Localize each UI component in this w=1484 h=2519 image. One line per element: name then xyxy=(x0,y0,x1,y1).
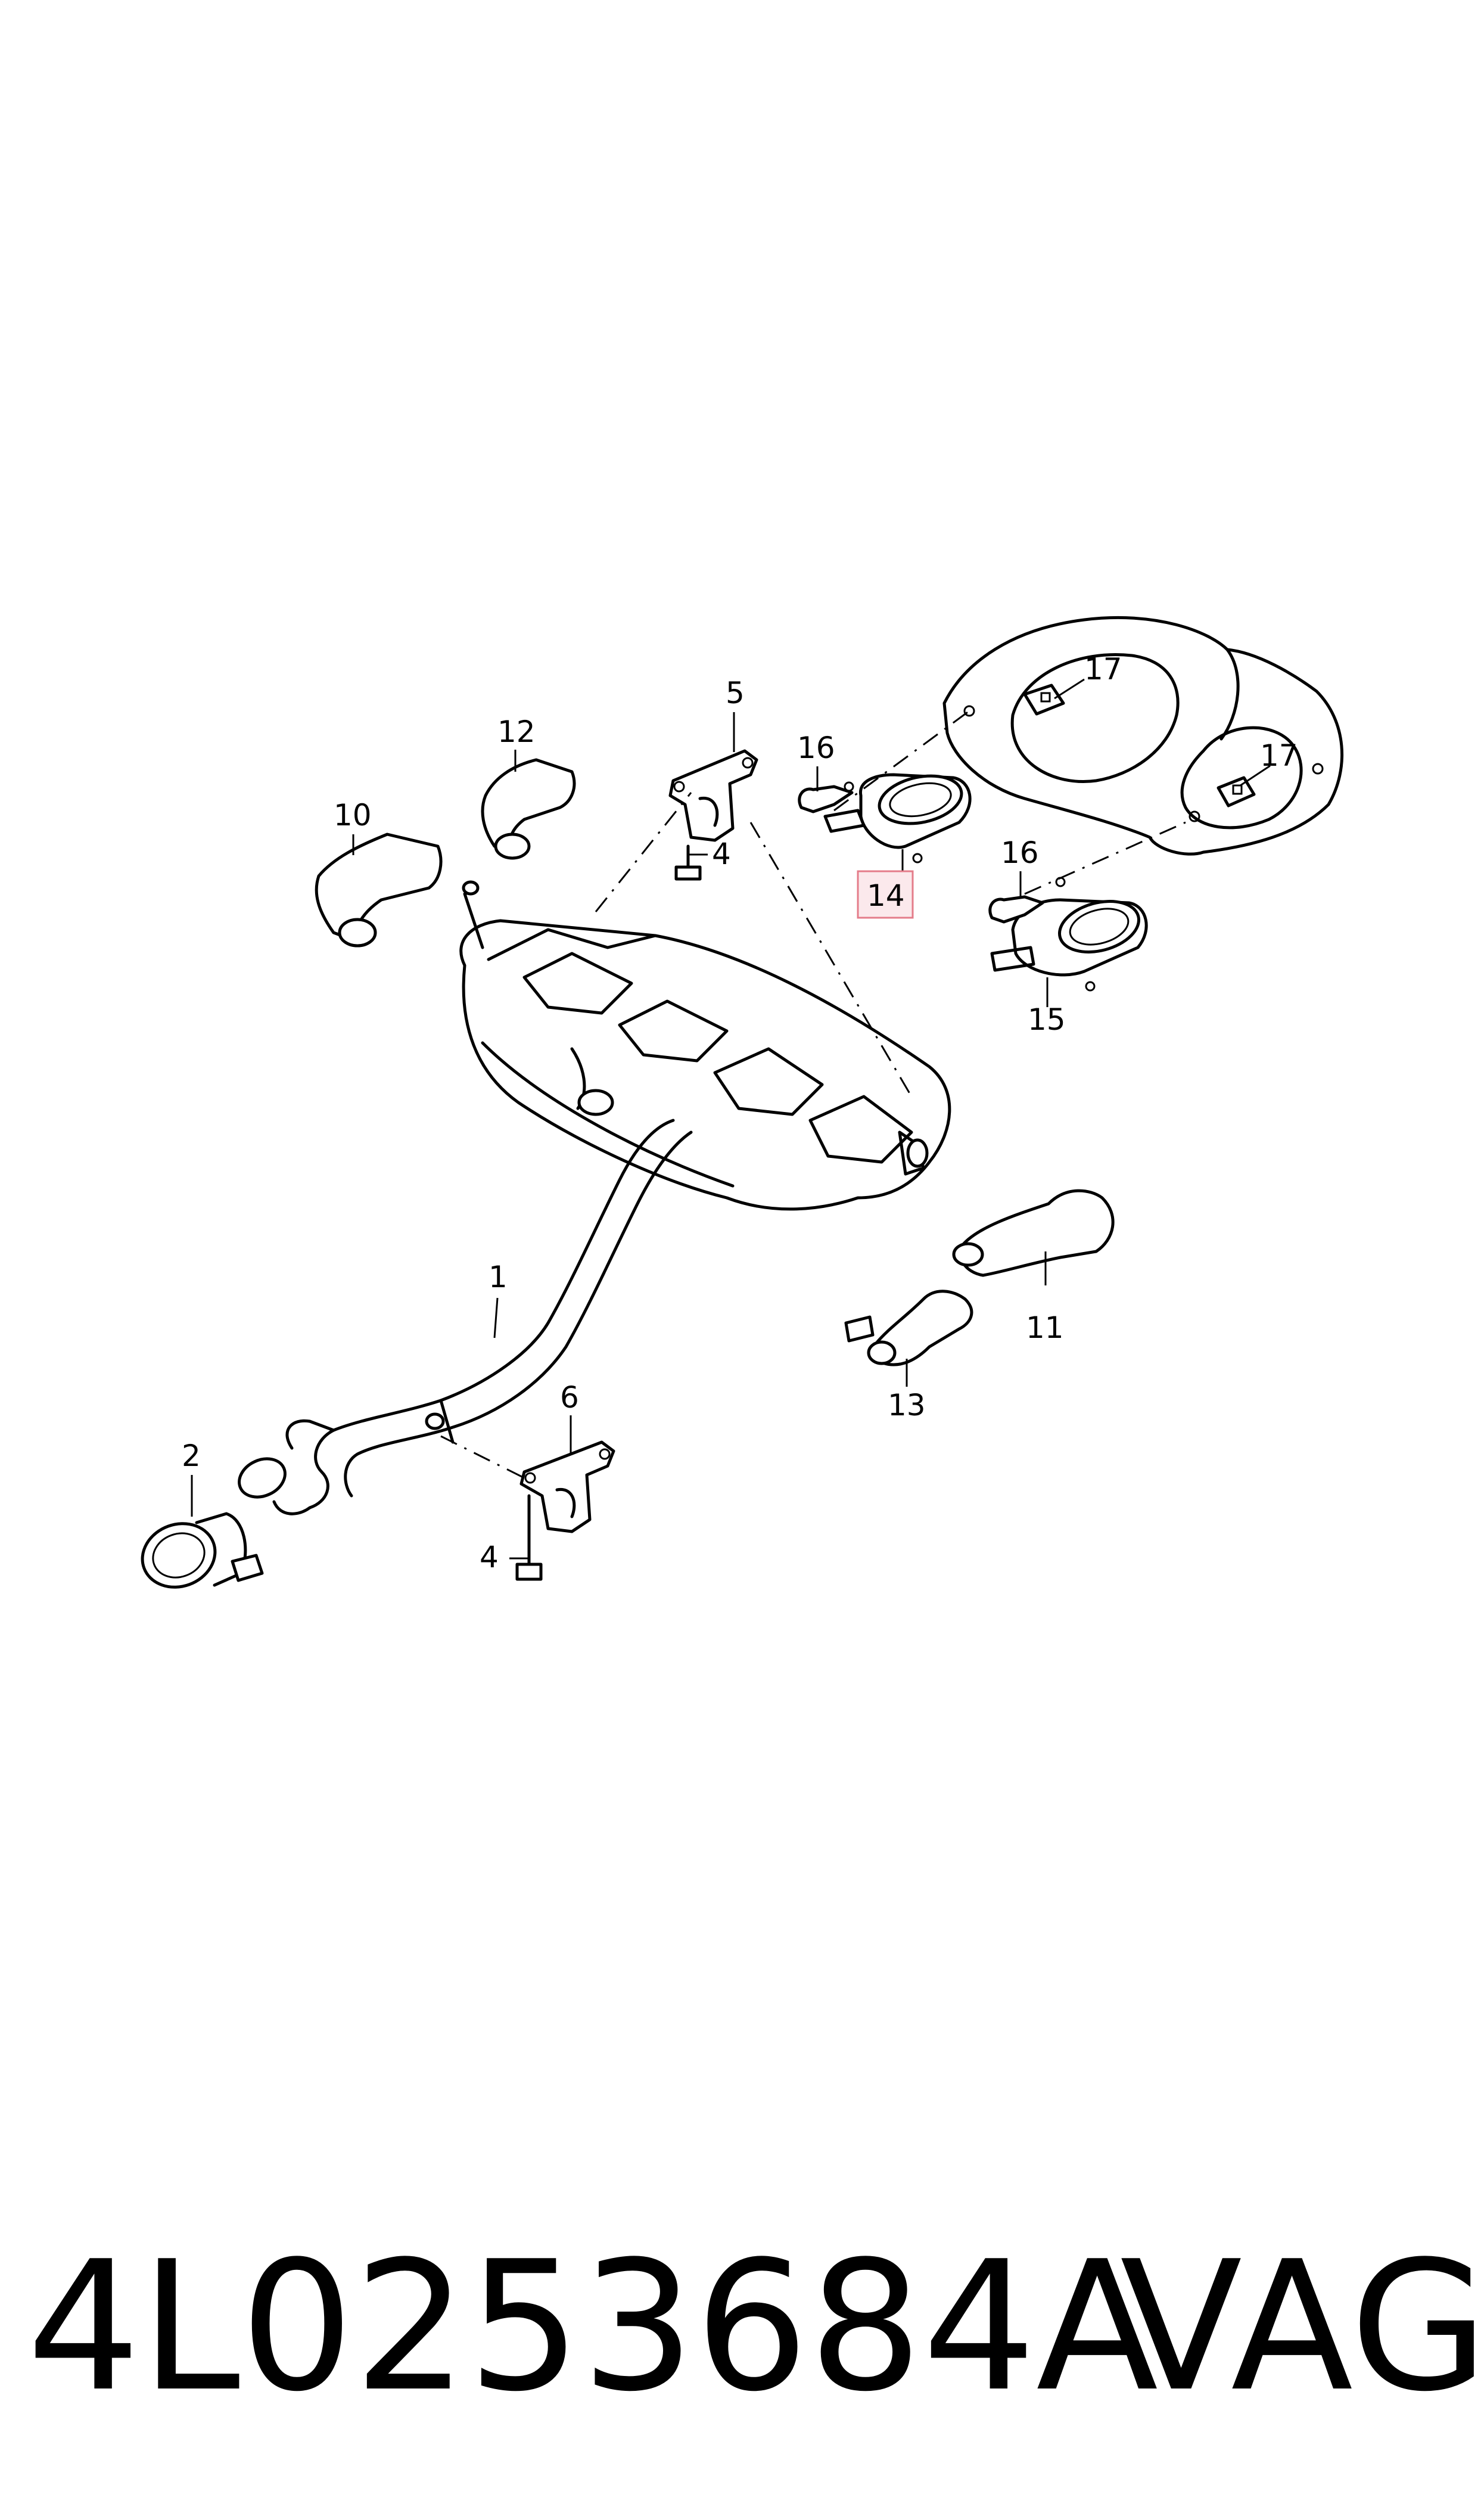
callout-10: 10 xyxy=(334,798,372,833)
bolt-4-lower xyxy=(515,1494,543,1581)
alignment-line-c xyxy=(833,710,970,812)
callout-12: 12 xyxy=(497,715,536,749)
callout-16-lower: 16 xyxy=(1001,835,1039,870)
bolt-4-upper xyxy=(674,844,702,881)
clip-nut-17b xyxy=(1217,776,1256,807)
callout-16-upper: 16 xyxy=(797,731,835,765)
callout-5: 5 xyxy=(726,676,745,710)
bracket-6 xyxy=(519,1440,615,1533)
callout-14: 14 xyxy=(867,878,905,913)
screw-16a xyxy=(798,785,854,813)
connecting-pipe-1 xyxy=(238,1119,693,1515)
callout-1: 1 xyxy=(489,1260,508,1294)
hanger-pin-left xyxy=(462,880,484,949)
callout-11: 11 xyxy=(1026,1310,1064,1345)
brand-label: VAG xyxy=(1120,2223,1484,2431)
clamp-11 xyxy=(952,1189,1115,1277)
callout-4-lower: 4 xyxy=(480,1540,499,1574)
callout-6: 6 xyxy=(560,1380,579,1415)
tailpipe-trim-15 xyxy=(990,877,1148,992)
clamp-2 xyxy=(141,1512,264,1589)
part-number: 4L0253684A xyxy=(27,2223,1159,2431)
tailpipe-trim-14 xyxy=(823,773,972,864)
clamp-10 xyxy=(315,833,443,948)
screw-16b xyxy=(988,895,1044,924)
heat-shield xyxy=(942,616,1343,856)
highlight-box-14 xyxy=(857,870,914,919)
callout-13: 13 xyxy=(888,1388,926,1422)
callout-2: 2 xyxy=(182,1439,201,1473)
callout-17-lower: 17 xyxy=(1260,738,1298,773)
alignment-line-a xyxy=(595,792,692,912)
callout-15: 15 xyxy=(1028,1002,1066,1037)
leader-lines xyxy=(191,678,1271,1560)
callout-4-upper: 4 xyxy=(712,837,731,871)
bracket-5 xyxy=(668,749,758,842)
alignment-line-e xyxy=(440,1435,525,1479)
clamp-13 xyxy=(844,1290,973,1366)
clamp-12 xyxy=(481,758,576,860)
clip-nut-17a xyxy=(1023,684,1065,716)
callout-17-upper: 17 xyxy=(1084,652,1122,687)
rear-silencer xyxy=(459,919,951,1211)
alignment-line-b xyxy=(749,822,913,1097)
alignment-line-d xyxy=(1024,821,1186,895)
